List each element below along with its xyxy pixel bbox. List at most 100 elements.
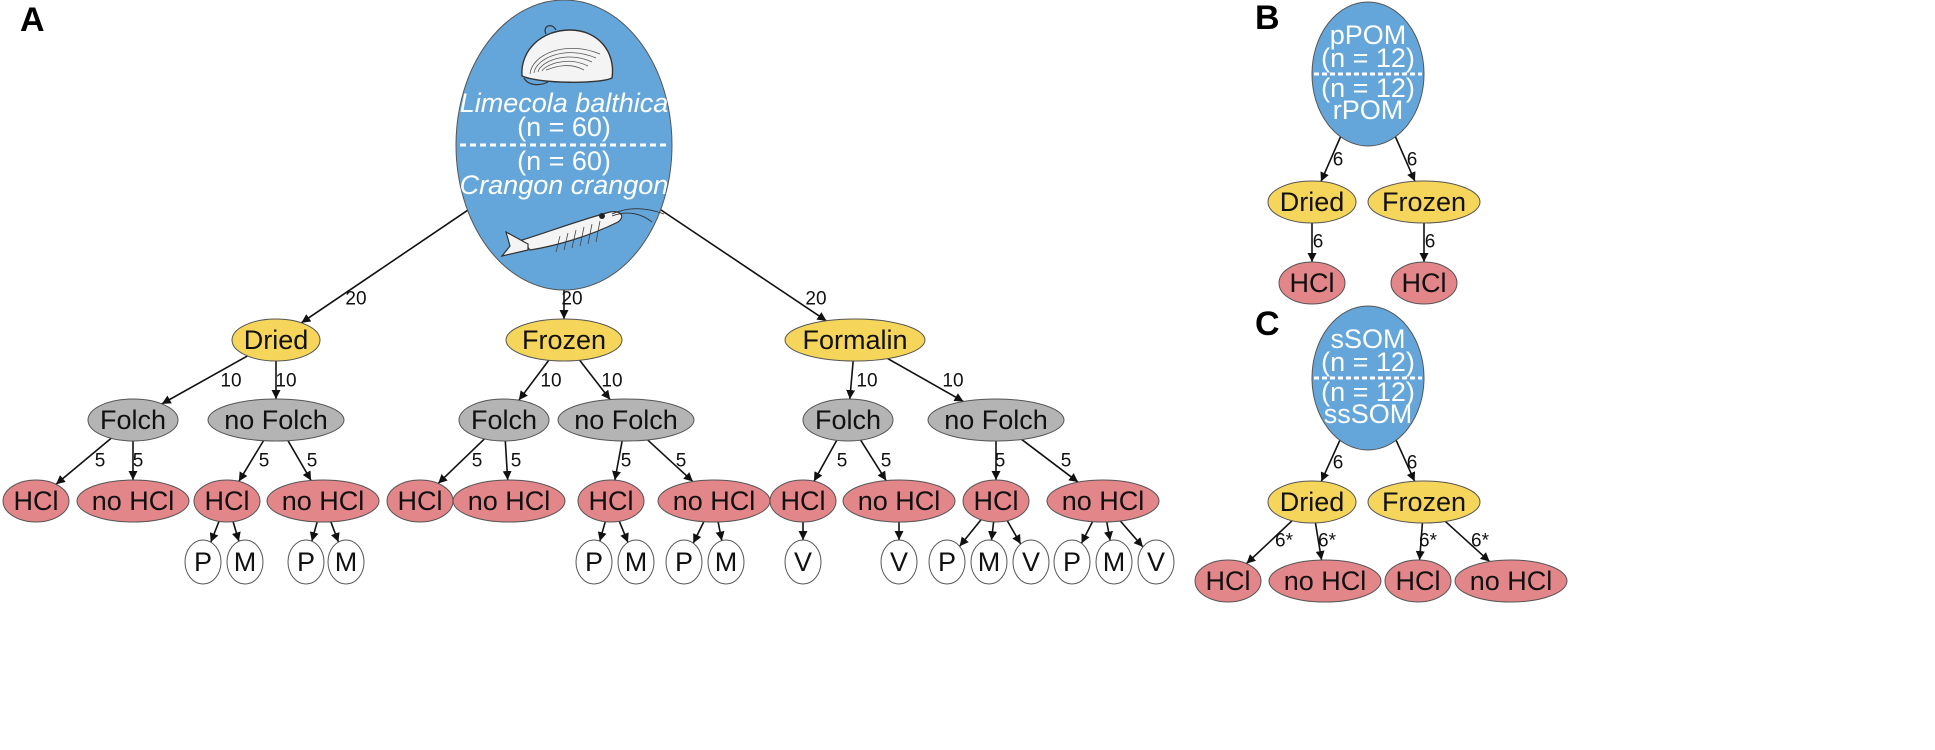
edge-leaf-hcl-frozen-nofolch-p xyxy=(597,521,607,542)
panel-c-no-hcl-node-dried: no HCl xyxy=(1268,559,1382,603)
leaf-node-m-shape xyxy=(707,539,745,585)
no-folch-node-dried-label: no Folch xyxy=(224,405,328,435)
folch-node-formalin-shape xyxy=(802,398,894,442)
leaf-node-m: M xyxy=(327,539,365,585)
edge-leaf-nohcl-formalin-nofolch-p xyxy=(1080,521,1094,544)
panel-b-hcl-node-frozen-shape xyxy=(1390,261,1458,305)
panel-c-treatment-node-dried-label: Dried xyxy=(1280,487,1345,517)
leaf-node-m-label: M xyxy=(234,547,257,577)
edge-dried-folch-no-hcl-label: 5 xyxy=(133,451,144,472)
edge-dried-nofolch-no-hcl xyxy=(287,440,312,481)
hcl-node-frozen-nofolch: HCl xyxy=(577,479,645,523)
leaf-node-v: V xyxy=(880,539,918,585)
hcl-node-dried-nofolch-label: HCl xyxy=(205,486,250,516)
folch-node-frozen-label: Folch xyxy=(471,405,537,435)
panel-b-edge-dried-hcl-label: 6 xyxy=(1313,232,1324,253)
hcl-node-frozen-nofolch-shape xyxy=(577,479,645,523)
panel-label-b: B xyxy=(1255,0,1280,37)
edge-frozen-folch-label: 10 xyxy=(540,371,561,392)
leaf-node-v-label: V xyxy=(1147,547,1165,577)
leaf-node-p-label: P xyxy=(194,547,212,577)
panel-c-no-hcl-node-dried-label: no HCl xyxy=(1284,566,1367,596)
panel-b-edge-root-frozen xyxy=(1394,136,1416,182)
panel-c-bottom-label: ssSOM xyxy=(1324,399,1413,429)
nodes-layer: Limecola balthica(n = 60)(n = 60)Crangon… xyxy=(2,0,1568,603)
panel-c-treatment-node-frozen-shape xyxy=(1367,480,1481,524)
hcl-node-frozen-folch: HCl xyxy=(386,479,454,523)
treatment-node-dried-shape xyxy=(231,318,321,362)
hcl-node-formalin-folch: HCl xyxy=(769,479,837,523)
leaf-node-p: P xyxy=(287,539,325,585)
leaf-node-p: P xyxy=(575,539,613,585)
edge-formalin-folch-label: 10 xyxy=(856,371,877,392)
edge-root-formalin-label: 20 xyxy=(805,289,826,310)
leaf-node-v: V xyxy=(1137,539,1175,585)
edge-leaf-hcl-frozen-nofolch-m xyxy=(618,521,629,543)
panel-b-treatment-node-dried: Dried xyxy=(1267,180,1357,224)
leaf-node-p-label: P xyxy=(938,547,956,577)
panel-label-a: A xyxy=(20,1,45,39)
no-hcl-node-formalin-nofolch: no HCl xyxy=(1046,479,1160,523)
hcl-node-formalin-folch-shape xyxy=(769,479,837,523)
edge-leaf-hcl-formalin-nofolch-v xyxy=(1006,520,1022,545)
folch-node-frozen: Folch xyxy=(458,398,550,442)
edge-frozen-nofolch-hcl xyxy=(612,440,623,481)
no-hcl-node-frozen-folch-shape xyxy=(452,479,566,523)
panel-b-treatment-node-dried-shape xyxy=(1267,180,1357,224)
edge-frozen-folch xyxy=(518,359,550,401)
edge-leaf-hcl-dried-nofolch-m xyxy=(232,521,241,542)
leaf-node-p: P xyxy=(184,539,222,585)
panel-c-edge-frozen-no-hcl xyxy=(1444,520,1491,563)
edge-frozen-nofolch-hcl-label: 5 xyxy=(621,451,632,472)
panel-c-edge-root-dried-label: 6 xyxy=(1333,453,1344,474)
panel-c-hcl-node-dried-label: HCl xyxy=(1206,566,1251,596)
edge-dried-nofolch-hcl xyxy=(238,440,265,482)
no-hcl-node-formalin-nofolch-shape xyxy=(1046,479,1160,523)
panel-b-bottom-n: (n = 12) xyxy=(1321,73,1415,103)
no-hcl-node-frozen-nofolch-label: no HCl xyxy=(673,486,756,516)
edge-formalin-nofolch-no-hcl-label: 5 xyxy=(1061,451,1072,472)
leaf-node-m-label: M xyxy=(715,547,738,577)
panel-c-treatment-node-dried-shape xyxy=(1267,480,1357,524)
edge-dried-no-folch-label: 10 xyxy=(275,371,296,392)
leaf-node-m-shape xyxy=(327,539,365,585)
leaf-node-v-label: V xyxy=(890,547,908,577)
edge-dried-folch-hcl xyxy=(55,437,112,485)
edge-formalin-folch-no-hcl-label: 5 xyxy=(881,451,892,472)
no-hcl-node-formalin-folch-shape xyxy=(842,479,956,523)
leaf-node-p: P xyxy=(665,539,703,585)
no-hcl-node-dried-folch-shape xyxy=(76,479,190,523)
leaf-node-v-label: V xyxy=(1022,547,1040,577)
leaf-node-v-shape xyxy=(1137,539,1175,585)
leaf-node-m-label: M xyxy=(978,547,1001,577)
panel-b-root-shape xyxy=(1311,1,1425,147)
panel-b-treatment-node-dried-label: Dried xyxy=(1280,187,1345,217)
folch-node-formalin: Folch xyxy=(802,398,894,442)
leaf-node-m-shape xyxy=(226,539,264,585)
leaf-node-p-shape xyxy=(665,539,703,585)
panel-c-edge-frozen-hcl xyxy=(1415,522,1425,561)
edge-dried-nofolch-hcl-label: 5 xyxy=(259,451,270,472)
panel-b-edge-frozen-hcl-label: 6 xyxy=(1425,232,1436,253)
edge-leaf-nohcl-frozen-nofolch-p xyxy=(692,521,705,544)
panel-b-edge-root-dried-label: 6 xyxy=(1333,150,1344,171)
panel-b-treatment-node-frozen-shape xyxy=(1367,180,1481,224)
treatment-node-formalin: Formalin xyxy=(784,318,926,362)
no-hcl-node-formalin-folch-label: no HCl xyxy=(858,486,941,516)
panel-c-hcl-node-frozen: HCl xyxy=(1384,559,1452,603)
panel-c-edge-frozen-hcl-label: 6* xyxy=(1419,531,1438,552)
edge-frozen-folch-no-hcl-label: 5 xyxy=(511,451,522,472)
panel-b-top-n: (n = 12) xyxy=(1321,43,1415,73)
panel-c-edge-frozen-no-hcl-label: 6* xyxy=(1471,531,1490,552)
leaf-node-p-label: P xyxy=(297,547,315,577)
no-hcl-node-frozen-nofolch: no HCl xyxy=(657,479,771,523)
edge-frozen-folch-hcl-label: 5 xyxy=(472,451,483,472)
hcl-node-dried-folch-label: HCl xyxy=(14,486,59,516)
edge-formalin-no-folch xyxy=(887,357,964,403)
leaf-node-m: M xyxy=(226,539,264,585)
panel-label-c: C xyxy=(1255,305,1280,343)
panel-b-hcl-node-frozen: HCl xyxy=(1390,261,1458,305)
panel-b-hcl-node-frozen-label: HCl xyxy=(1402,268,1447,298)
edge-leaf-nohcl-formalin-nofolch-v xyxy=(1119,520,1144,548)
